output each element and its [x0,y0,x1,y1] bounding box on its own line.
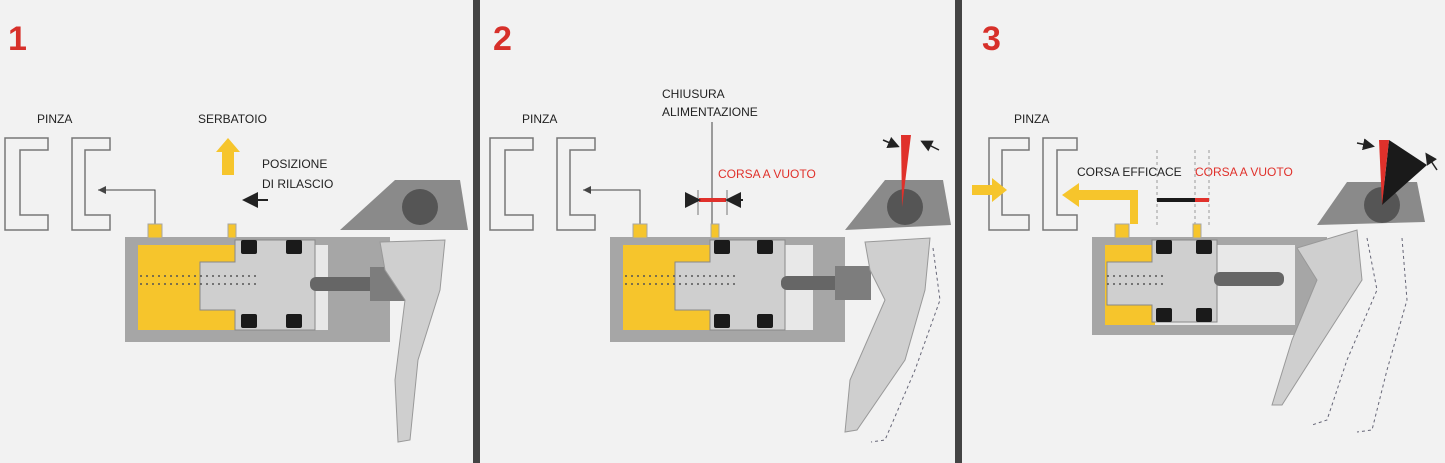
indicator-arrow-icon [882,136,900,148]
brake-lever [844,237,931,433]
clamp-arrow-icon [972,178,1007,202]
caliper-icon [4,137,111,231]
indicator-arrow-icon [920,140,940,152]
seal [757,240,773,254]
push-rod [310,277,380,291]
indicator-arrow-icon [1425,152,1438,171]
brake-lever [1271,229,1363,406]
caliper-label: PINZA [37,112,72,126]
closure-label-line2: ALIMENTAZIONE [662,105,758,119]
pivot [402,189,438,225]
panel-divider [473,0,480,463]
panel-2: 2 PINZA CHIUSURA ALIMENTAZIONE CORSA A V… [489,20,951,443]
seal [1196,240,1212,254]
reservoir-label: SERBATOIO [198,112,267,126]
feed-line [583,189,641,224]
panel-divider [955,0,962,463]
panel-number: 1 [8,20,27,58]
indicator-arrow-icon [1356,138,1375,151]
effective-travel-label: CORSA EFFICACE [1077,165,1182,179]
feed-line [98,189,156,224]
seal [1196,308,1212,322]
seal [241,240,257,254]
caliper-icon [988,137,1078,231]
reservoir-arrow-icon [216,138,240,175]
panel-number: 2 [493,20,512,58]
free-travel-label: CORSA A VUOTO [1195,165,1293,179]
release-label-line1: POSIZIONE [262,157,327,171]
seal [714,314,730,328]
panel-number: 3 [982,20,1001,58]
push-rod [1214,272,1284,286]
clamp-arrow-icon [1062,183,1138,224]
seal [1156,240,1172,254]
pivot [887,189,923,225]
effective-travel-indicator [1382,140,1427,205]
seal [286,240,302,254]
caliper-label: PINZA [522,112,557,126]
free-travel-label: CORSA A VUOTO [718,167,816,181]
brake-lever [379,239,446,443]
release-label-line2: DI RILASCIO [262,177,333,191]
seal [241,314,257,328]
seal [714,240,730,254]
closure-label-line1: CHIUSURA [662,87,725,101]
free-travel-indicator [901,135,911,207]
push-rod [781,276,841,290]
seal [1156,308,1172,322]
caliper-icon [489,137,596,231]
caliper-label: PINZA [1014,112,1049,126]
seal [757,314,773,328]
free-travel-indicator [1379,140,1389,205]
panel-1: 1 PINZA SERBATOIO POSIZIONE DI RILASCIO [4,20,468,443]
seal [286,314,302,328]
lever-ghost-outline [870,247,941,443]
panel-3: 3 PINZA CORSA EFFICACE CORSA A VUOTO [972,20,1438,433]
